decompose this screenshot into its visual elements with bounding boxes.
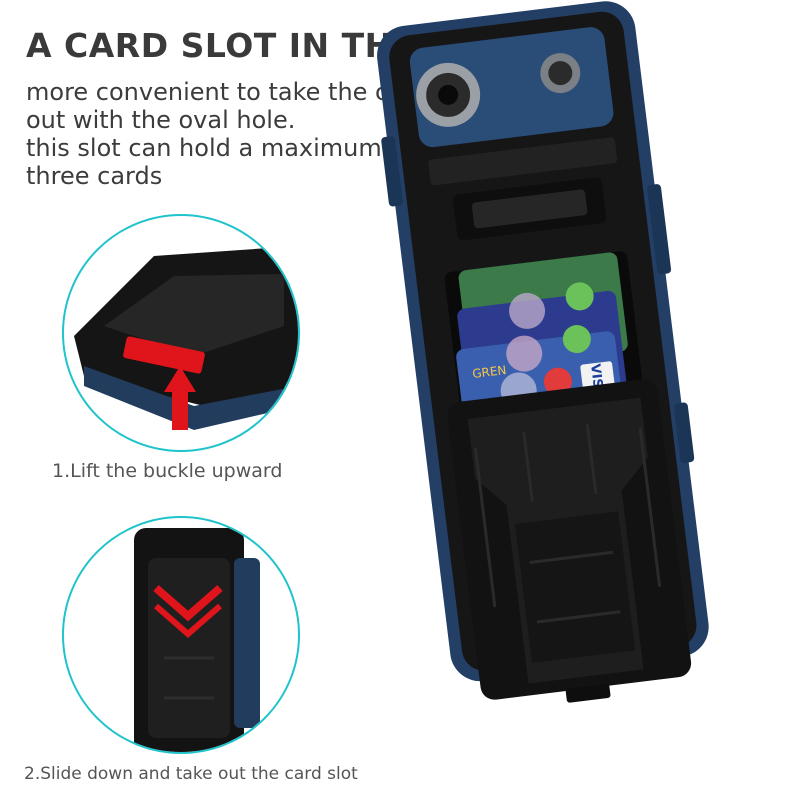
step-1-caption: 1.Lift the buckle upward [52, 460, 283, 482]
slide-closeup-image [134, 528, 260, 752]
step-1-detail-circle [62, 214, 300, 452]
chevron-down-icon [153, 584, 223, 622]
step-2-caption: 2.Slide down and take out the card slot [24, 764, 358, 784]
description-line: out with the oval hole. [26, 106, 296, 134]
description-line: three cards [26, 162, 163, 190]
description: more convenient to take the card out wit… [26, 78, 428, 190]
card-text: GREN [471, 363, 507, 381]
description-line: more convenient to take the card [26, 78, 428, 106]
step-2-detail-circle [62, 516, 300, 754]
buckle-closeup-image [74, 246, 298, 430]
description-line: this slot can hold a maximum of [26, 134, 413, 162]
arrow-up-icon [164, 366, 196, 392]
